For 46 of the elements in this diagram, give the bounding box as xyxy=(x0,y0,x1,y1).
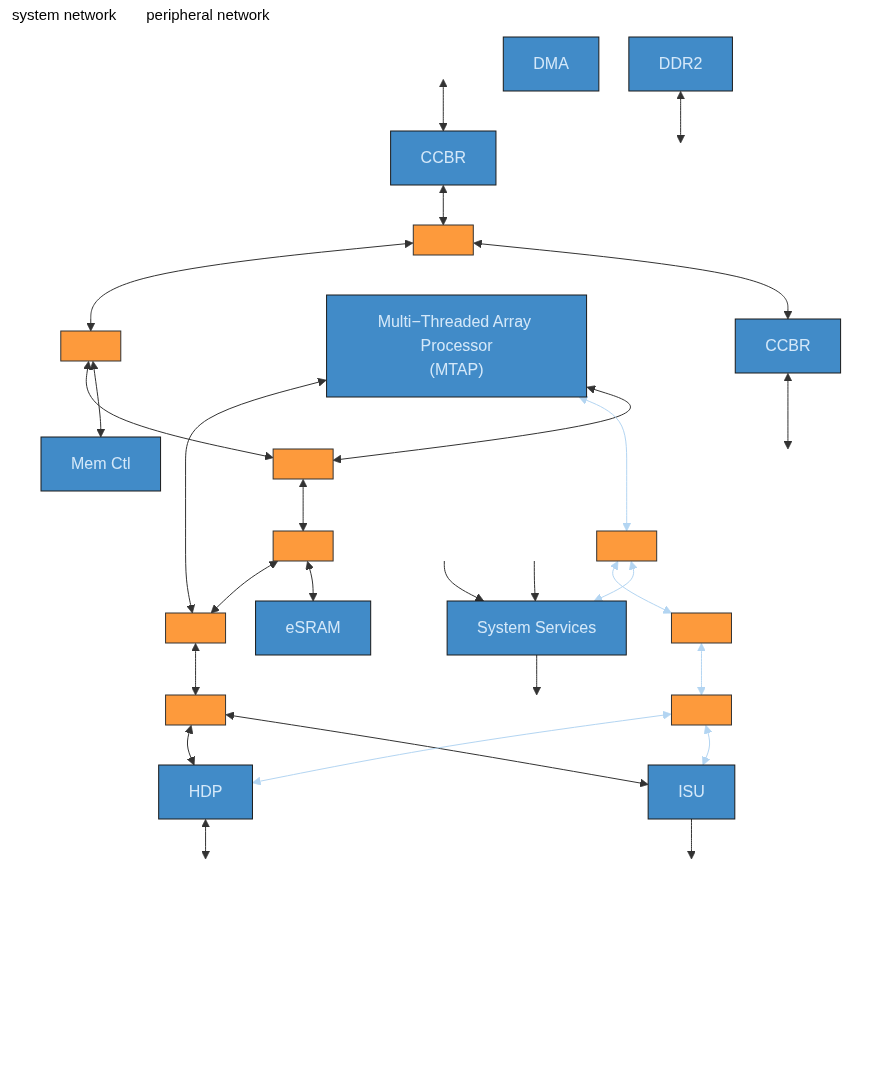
arrow xyxy=(473,239,793,320)
arrow xyxy=(687,818,697,860)
node-box xyxy=(272,530,334,562)
arrow xyxy=(530,560,540,602)
node-box: System Services xyxy=(446,600,627,656)
arrow xyxy=(298,479,308,532)
arrow xyxy=(532,654,542,696)
arrow xyxy=(191,643,201,696)
arrow xyxy=(83,361,274,461)
arrow xyxy=(439,185,448,226)
node-box: Multi−Threaded Array Processor (MTAP) xyxy=(326,294,588,398)
arrow xyxy=(578,396,632,532)
arrow xyxy=(610,560,673,614)
arrow xyxy=(676,91,686,144)
node-box: ISU xyxy=(647,764,736,820)
node-box: HDP xyxy=(158,764,254,820)
arrow xyxy=(89,361,106,438)
node-box: CCBR xyxy=(390,130,497,186)
network-label: peripheral network xyxy=(146,6,270,23)
arrow xyxy=(305,561,318,602)
arrow xyxy=(332,385,631,464)
node-box xyxy=(413,224,474,256)
node-box: DMA xyxy=(503,36,600,92)
node-box: CCBR xyxy=(734,318,842,374)
arrow xyxy=(444,560,485,602)
arrow xyxy=(86,239,414,332)
node-box xyxy=(596,530,658,562)
node-box xyxy=(671,694,733,726)
arrow xyxy=(185,377,327,614)
arrow xyxy=(702,725,713,766)
node-box: DDR2 xyxy=(628,36,734,92)
network-label: system network xyxy=(12,6,117,23)
node-box xyxy=(165,612,227,644)
node-box xyxy=(671,612,733,644)
arrow xyxy=(593,561,638,602)
arrow xyxy=(439,79,448,132)
node-box: eSRAM xyxy=(255,600,372,656)
arrow xyxy=(697,643,707,696)
node-box xyxy=(272,448,334,480)
node-box xyxy=(60,330,122,362)
node-box: Mem Ctl xyxy=(40,436,162,492)
arrow xyxy=(783,373,793,450)
arrow xyxy=(210,560,279,614)
arrow xyxy=(201,819,211,860)
node-box xyxy=(165,694,227,726)
arrow xyxy=(184,725,196,766)
